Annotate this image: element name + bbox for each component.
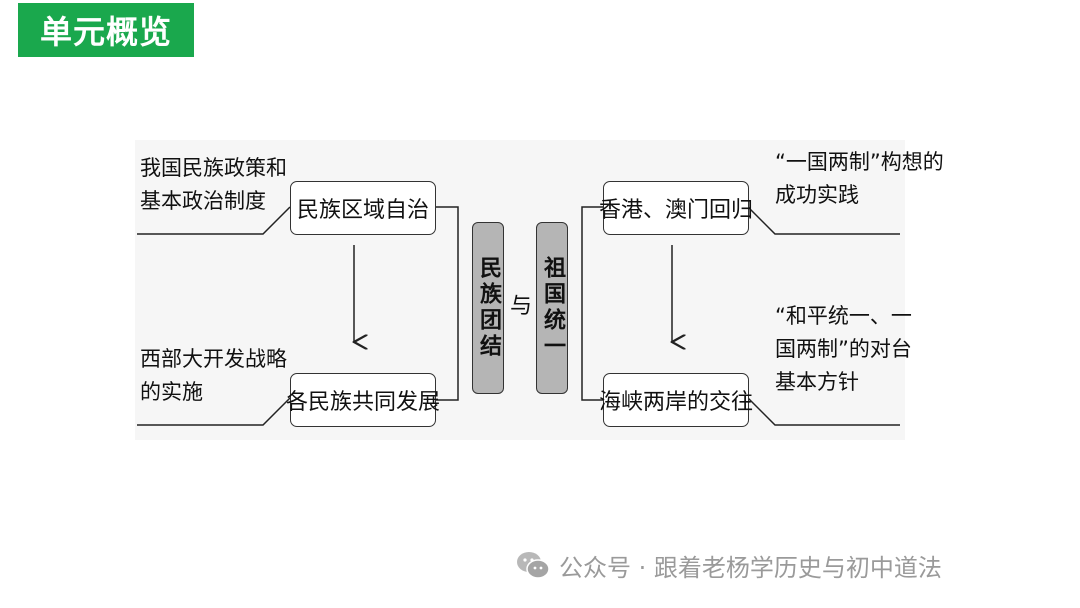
right-bottom-note: “和平统一、一 国两制”的对台 基本方针 <box>775 304 912 394</box>
ethnic-autonomy-box: 民族区域自治 <box>290 181 436 235</box>
left-top-note-line <box>137 206 291 235</box>
watermark: 公众号 · 跟着老杨学历史与初中道法 <box>515 546 942 584</box>
left-top-note: 我国民族政策和 基本政治制度 <box>140 156 287 213</box>
hk-macau-return-box: 香港、澳门回归 <box>599 181 753 235</box>
cross-strait-exchanges-box: 海峡两岸的交往 <box>599 373 753 427</box>
watermark-text: 公众号 · 跟着老杨学历史与初中道法 <box>559 553 942 582</box>
ethnic-unity-box: 民族团结 <box>472 222 504 394</box>
left-bottom-note: 西部大开发战略 的实施 <box>140 347 287 404</box>
right-bracket <box>581 206 603 401</box>
right-top-note-line <box>747 206 900 235</box>
common-development-box: 各民族共同发展 <box>286 373 440 427</box>
right-top-note: “一国两制”构想的 成功实践 <box>775 150 944 207</box>
wechat-icon <box>517 552 550 579</box>
national-reunification-box: 祖国统一 <box>536 222 568 394</box>
left-bracket <box>435 206 459 401</box>
connector-word: 与 <box>510 294 533 319</box>
diagram-background <box>135 140 905 440</box>
left-bottom-note-line <box>137 397 291 426</box>
page-title: 单元概览 <box>18 3 194 57</box>
right-bottom-note-line <box>747 397 900 426</box>
